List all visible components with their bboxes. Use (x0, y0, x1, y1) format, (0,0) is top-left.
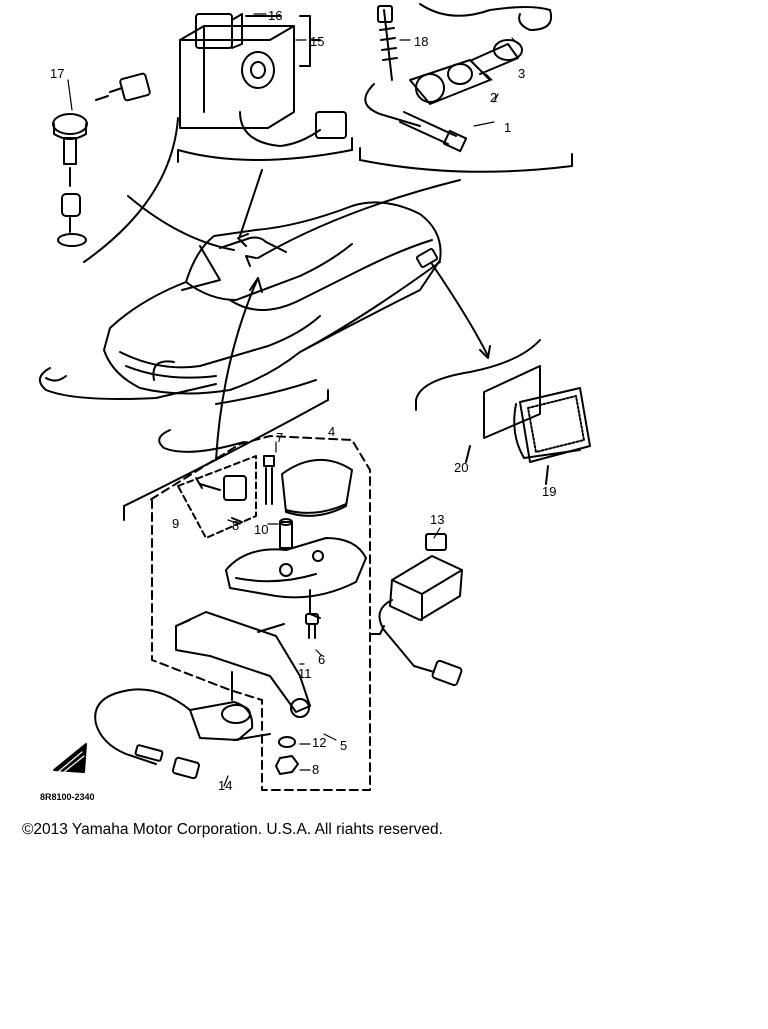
copyright-notice: ©2013 Yamaha Motor Corporation. U.S.A. A… (22, 821, 443, 838)
callout-18: 18 (414, 34, 428, 49)
part-9-screw-clip (195, 475, 247, 523)
callout-2: 2 (490, 90, 497, 105)
sub-assembly-9-outline (177, 455, 257, 539)
part-12-washer (278, 736, 296, 748)
part-1-3-main-switch (364, 3, 552, 153)
leader-19 (431, 263, 489, 357)
part-8-nut (275, 755, 299, 775)
bracket-19-20 (415, 339, 541, 401)
leader-throttle (215, 277, 259, 461)
part-13-control-unit (378, 533, 463, 687)
part-cover (281, 458, 353, 517)
callout-7: 7 (276, 430, 283, 445)
part-17-primer-knob (52, 72, 151, 247)
callout-13: 13 (430, 512, 444, 527)
callout-5: 5 (340, 738, 347, 753)
drawing-code: 8R8100-2340 (40, 792, 95, 802)
part-19-light-unit (513, 387, 591, 463)
leader-20 (465, 445, 471, 463)
callout-15: 15 (310, 34, 324, 49)
callout-11: 11 (298, 666, 312, 681)
leader-19b (545, 465, 549, 485)
callout-1-top: 1 (504, 120, 511, 135)
callout-19: 19 (542, 484, 556, 499)
callout-17: 17 (50, 66, 64, 81)
callout-8-lower: 8 (312, 762, 319, 777)
callout-20: 20 (454, 460, 468, 475)
callout-8-upper: 8 (232, 518, 239, 533)
part-14-throttle-switch (94, 688, 254, 780)
bracket-15-16 (177, 149, 353, 161)
callout-3: 3 (518, 66, 525, 81)
callout-16: 16 (268, 8, 282, 23)
callout-9: 9 (172, 516, 179, 531)
front-arrow-icon (53, 743, 87, 773)
callout-14: 14 (218, 778, 232, 793)
part-7-bolt (263, 455, 275, 505)
callout-10: 10 (254, 522, 268, 537)
part-20-lens-gasket (483, 365, 541, 439)
callout-6: 6 (318, 652, 325, 667)
bracket-13 (369, 625, 385, 635)
leader-1 (257, 179, 461, 259)
bracket-lower (123, 399, 329, 507)
part-10-collar (279, 518, 293, 549)
snowmobile-body (39, 201, 442, 453)
leader-15 (239, 169, 263, 237)
leader-17 (127, 195, 235, 251)
callout-4: 4 (328, 424, 335, 439)
part-11-throttle-lever (175, 611, 311, 718)
throttle-housing (225, 537, 367, 619)
part-15-16-unit (179, 13, 347, 147)
assembly-4-outline (149, 435, 371, 791)
callout-12: 12 (312, 735, 326, 750)
bracket-1-3 (359, 159, 573, 173)
bracket-17 (83, 117, 179, 263)
part-6-bolt (305, 613, 319, 639)
